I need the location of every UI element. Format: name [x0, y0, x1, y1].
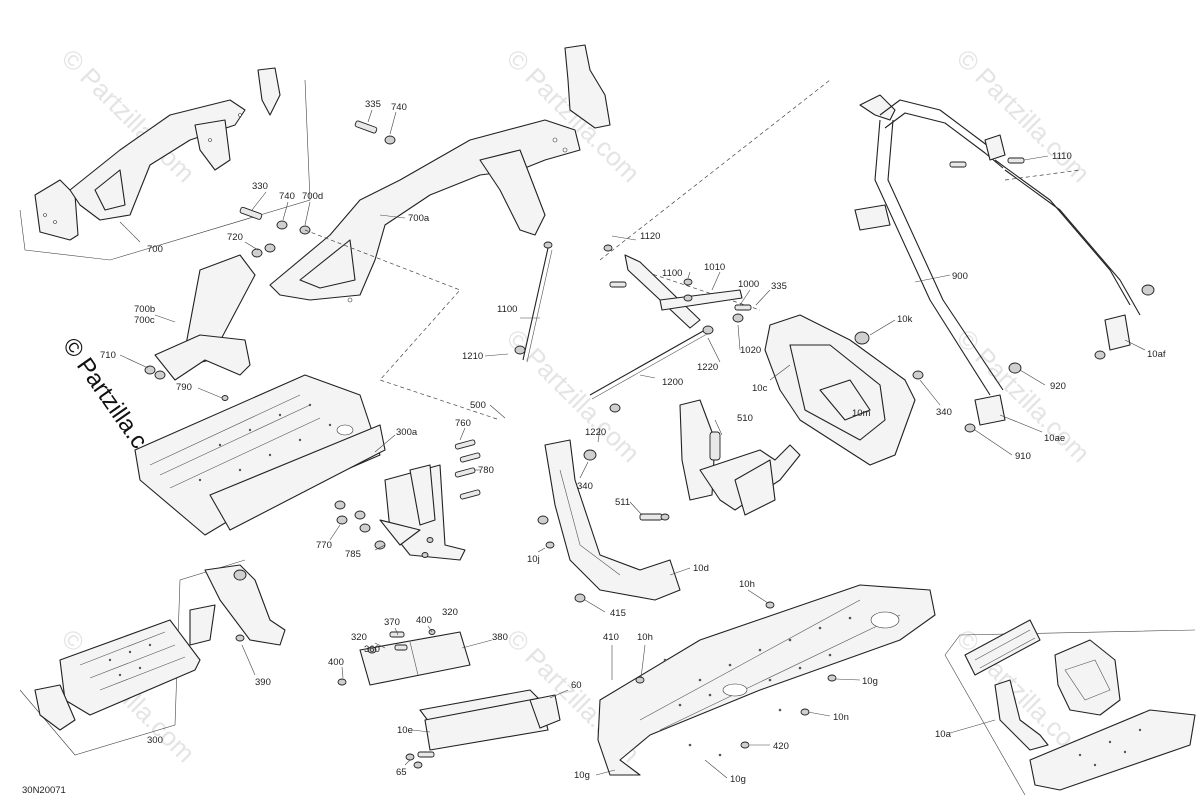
callout-700d: 700d: [302, 191, 323, 202]
callout-10a: 10a: [935, 729, 952, 740]
callout-340-right: 340: [936, 407, 952, 418]
callout-10h-mid: 10h: [637, 632, 653, 643]
callout-780: 780: [478, 465, 494, 476]
callout-10m: 10m: [852, 408, 871, 419]
callout-340-mid: 340: [577, 481, 593, 492]
guide-lines: [304, 79, 1081, 421]
callout-920: 920: [1050, 381, 1066, 392]
callout-335-right: 335: [771, 281, 787, 292]
watermark-top-right: © Partzilla.com: [951, 43, 1096, 188]
callout-10d: 10d: [693, 563, 709, 574]
callout-1100-upper: 1100: [662, 268, 682, 279]
callout-790: 790: [176, 382, 192, 393]
callout-10h-top: 10h: [739, 579, 755, 590]
part-10a-inset: [944, 619, 1196, 796]
callout-410: 410: [603, 632, 619, 643]
callout-10g-bottom-mid: 10g: [730, 774, 746, 785]
callout-770: 770: [316, 540, 332, 551]
callout-760: 760: [455, 418, 471, 429]
callout-10k: 10k: [897, 314, 913, 325]
callout-1100-lower: 1100: [497, 304, 517, 315]
callout-700b: 700b: [134, 304, 155, 315]
callout-335-top: 335: [365, 99, 381, 110]
callout-60: 60: [571, 680, 582, 691]
callout-500: 500: [470, 400, 486, 411]
callout-1020: 1020: [740, 345, 761, 356]
callout-785: 785: [345, 549, 361, 560]
callout-1210: 1210: [462, 351, 483, 362]
part-10c-frame: [764, 314, 924, 466]
callout-1110: 1110: [1052, 151, 1072, 162]
callout-10af: 10af: [1147, 349, 1166, 360]
callout-10g-right: 10g: [862, 676, 878, 687]
callout-415: 415: [610, 608, 626, 619]
callout-740-mid: 740: [279, 191, 295, 202]
part-700a-frame: [154, 44, 611, 381]
callout-1200: 1200: [662, 377, 683, 388]
callout-330: 330: [252, 181, 268, 192]
part-380-10e: [337, 629, 561, 769]
callout-10g-bottom-left: 10g: [574, 770, 590, 781]
callout-720: 720: [227, 232, 243, 243]
drawing-number: 30N20071: [22, 785, 66, 796]
callout-1220-lower: 1220: [585, 427, 606, 438]
callout-900: 900: [952, 271, 968, 282]
callout-1010: 1010: [704, 262, 725, 273]
part-bracket-300a: [334, 439, 481, 561]
part-300-assembly: [19, 559, 286, 756]
callout-10e: 10e: [397, 725, 413, 736]
callout-390: 390: [255, 677, 271, 688]
rods-1100-1200: [514, 241, 752, 413]
callout-700a: 700a: [408, 213, 430, 224]
callout-300a: 300a: [396, 427, 418, 438]
callout-10j: 10j: [527, 554, 540, 565]
hardware-700-group: [144, 120, 396, 401]
callout-360: 360: [364, 644, 380, 655]
part-plate-300a: [134, 374, 386, 536]
callout-10n: 10n: [833, 712, 849, 723]
callout-labels: 335 740 330 740 700d 720 700a 700 700b 7…: [22, 99, 1166, 796]
callout-380: 380: [492, 632, 508, 643]
watermark-middle-center: © Partzilla.com: [501, 323, 646, 468]
callout-65: 65: [396, 767, 407, 778]
callout-740-top: 740: [391, 102, 407, 113]
callout-700c: 700c: [134, 315, 155, 326]
callout-400-left: 400: [328, 657, 344, 668]
callout-320-right: 320: [442, 607, 458, 618]
part-500-510: [639, 399, 801, 521]
callout-710: 710: [100, 350, 116, 361]
callout-400-top: 400: [416, 615, 432, 626]
callout-910: 910: [1015, 451, 1031, 462]
callout-10ae: 10ae: [1044, 433, 1065, 444]
leader-lines: [119, 109, 1146, 779]
part-700-inset: [19, 67, 311, 261]
part-900-roll-bar: [854, 94, 1155, 433]
callout-700: 700: [147, 244, 163, 255]
callout-320-left: 320: [351, 632, 367, 643]
callout-300: 300: [147, 735, 163, 746]
callout-420: 420: [773, 741, 789, 752]
callout-1120: 1120: [640, 231, 660, 242]
callout-1000: 1000: [738, 279, 759, 290]
callout-511: 511: [615, 497, 630, 508]
callout-510: 510: [737, 413, 753, 424]
callout-10c: 10c: [752, 383, 768, 394]
part-10d-bracket: [537, 439, 681, 603]
part-skid-plate: [597, 584, 936, 776]
callout-1220-upper: 1220: [697, 362, 718, 373]
callout-370: 370: [384, 617, 400, 628]
